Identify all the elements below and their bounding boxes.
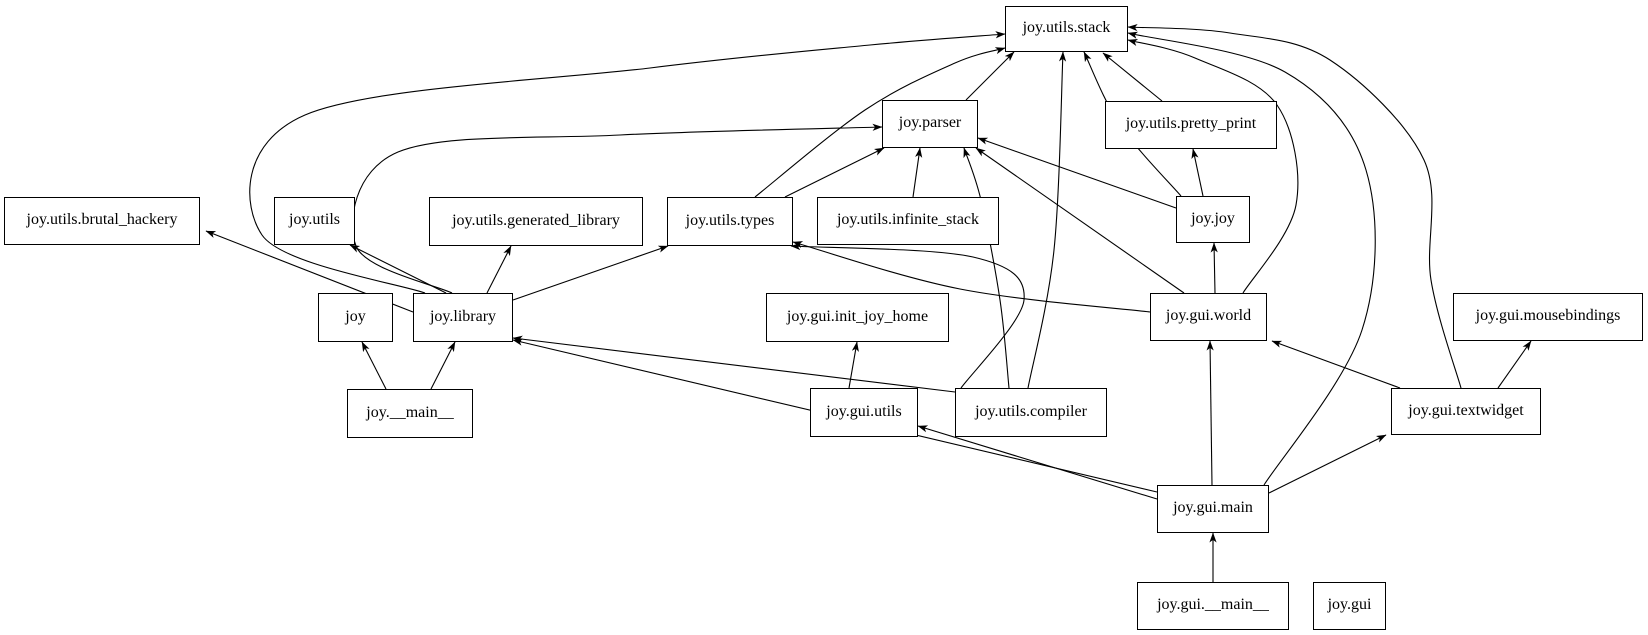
edge-joy-gui-main-to-joy-utils-stack — [1127, 31, 1376, 486]
node-label: joy.gui.init_joy_home — [786, 307, 929, 325]
node-joy-utils-pretty-print: joy.utils.pretty_print — [1105, 101, 1277, 149]
node-label: joy.utils — [289, 211, 340, 228]
node-label: joy.utils.pretty_print — [1125, 115, 1257, 132]
node-label: joy.utils.compiler — [975, 402, 1087, 420]
edge-joy-joy-to-joy-parser — [977, 137, 1177, 209]
node-joy: joy — [318, 293, 393, 342]
node-joy-utils-types: joy.utils.types — [667, 197, 793, 246]
node-joy-utils-stack: joy.utils.stack — [1005, 6, 1128, 52]
node-joy-utils-brutal-hackery: joy.utils.brutal_hackery — [4, 197, 200, 245]
edge-joy-gui-world-to-joy-utils-stack — [1127, 38, 1299, 294]
node-label: joy.utils.types — [685, 211, 775, 229]
edge-joy-utils-types-to-joy-utils-stack — [754, 47, 1006, 198]
node-label: joy.parser — [898, 114, 962, 131]
edges-group — [205, 23, 1532, 582]
edge-joy-gui-world-to-joy-joy — [1210, 242, 1218, 294]
node-label: joy.gui.__main__ — [1157, 596, 1269, 613]
node-joy-joy: joy.joy — [1176, 196, 1250, 243]
edge-joy-library-to-joy-utils-generated-library — [486, 245, 512, 294]
edge-joy-utils-types-to-joy-parser — [784, 147, 885, 198]
node-label: joy.library — [429, 307, 497, 325]
node-joy-utils: joy.utils — [274, 197, 355, 245]
edge-joy-utils-infinite-stack-to-joy-parser — [912, 147, 923, 198]
node-label: joy.gui.world — [1165, 307, 1252, 324]
node-joy-utils-infinite-stack: joy.utils.infinite_stack — [817, 197, 999, 245]
edge-joy-main-to-joy — [361, 341, 387, 390]
edge-joy-gui-textwidget-to-joy-gui-mousebindings — [1497, 340, 1532, 389]
edge-joy-library-to-joy-utils-types — [512, 245, 669, 301]
edge-joy-gui-world-to-joy-parser — [975, 147, 1185, 294]
edge-joy-gui-textwidget-to-joy-gui-world — [1271, 340, 1401, 389]
edge-joy-gui-main-to-joy-gui-utils — [917, 425, 1158, 500]
edge-joy-gui-main-to-joy-gui-world — [1206, 340, 1214, 486]
edge-joy-utils-compiler-to-joy-utils-stack — [1027, 51, 1067, 389]
edge-joy-parser-to-joy-utils-stack — [965, 51, 1015, 101]
node-joy-utils-compiler: joy.utils.compiler — [955, 388, 1107, 437]
edge-joy-gui-world-to-joy-utils-types — [792, 241, 1151, 313]
node-label: joy.utils.stack — [1022, 19, 1111, 36]
edge-joy-utils-pretty-print-to-joy-utils-stack — [1102, 52, 1163, 102]
node-joy-parser: joy.parser — [882, 100, 978, 148]
node-joy-gui-main: joy.gui.main — [1157, 485, 1269, 533]
node-joy-main: joy.__main__ — [347, 389, 473, 438]
node-label: joy.__main__ — [366, 403, 454, 421]
node-label: joy.utils.infinite_stack — [836, 211, 980, 228]
node-label: joy.utils.generated_library — [452, 211, 620, 229]
edge-joy-gui-textwidget-to-joy-utils-stack — [1127, 23, 1462, 389]
node-joy-gui-init-joy-home: joy.gui.init_joy_home — [766, 293, 949, 342]
node-joy-gui-mousebindings: joy.gui.mousebindings — [1453, 293, 1643, 341]
node-label: joy.gui.mousebindings — [1475, 307, 1621, 324]
edge-joy-library-to-joy-parser — [352, 123, 883, 294]
node-label: joy.gui.main — [1173, 499, 1253, 516]
node-joy-gui-main: joy.gui.__main__ — [1137, 582, 1289, 630]
node-joy-gui-world: joy.gui.world — [1150, 293, 1267, 341]
edge-joy-main-to-joy-library — [430, 341, 456, 390]
node-label: joy — [345, 307, 366, 325]
node-label: joy.utils.brutal_hackery — [26, 211, 178, 228]
node-label: joy.joy — [1191, 209, 1235, 227]
edge-joy-utils-compiler-to-joy-library — [512, 335, 956, 393]
node-label: joy.gui — [1327, 596, 1372, 613]
node-label: joy.gui.utils — [826, 402, 902, 420]
node-joy-gui: joy.gui — [1313, 582, 1386, 630]
edge-joy-gui-main-to-joy-gui-textwidget — [1268, 434, 1387, 494]
node-joy-library: joy.library — [413, 293, 513, 342]
edge-joy-utils-compiler-to-joy-parser — [963, 147, 1010, 389]
node-joy-utils-generated-library: joy.utils.generated_library — [429, 197, 643, 246]
edge-joy-utils-compiler-to-joy-utils-types — [790, 242, 1025, 389]
node-label: joy.gui.textwidget — [1408, 401, 1524, 419]
edge-joy-joy-to-joy-utils-pretty-print — [1191, 148, 1204, 197]
node-joy-gui-utils: joy.gui.utils — [810, 388, 918, 437]
edge-joy-gui-utils-to-joy-gui-init-joy-home — [848, 341, 859, 389]
node-joy-gui-textwidget: joy.gui.textwidget — [1391, 388, 1541, 435]
edge-joy-library-to-joy-utils-stack — [249, 31, 1006, 294]
